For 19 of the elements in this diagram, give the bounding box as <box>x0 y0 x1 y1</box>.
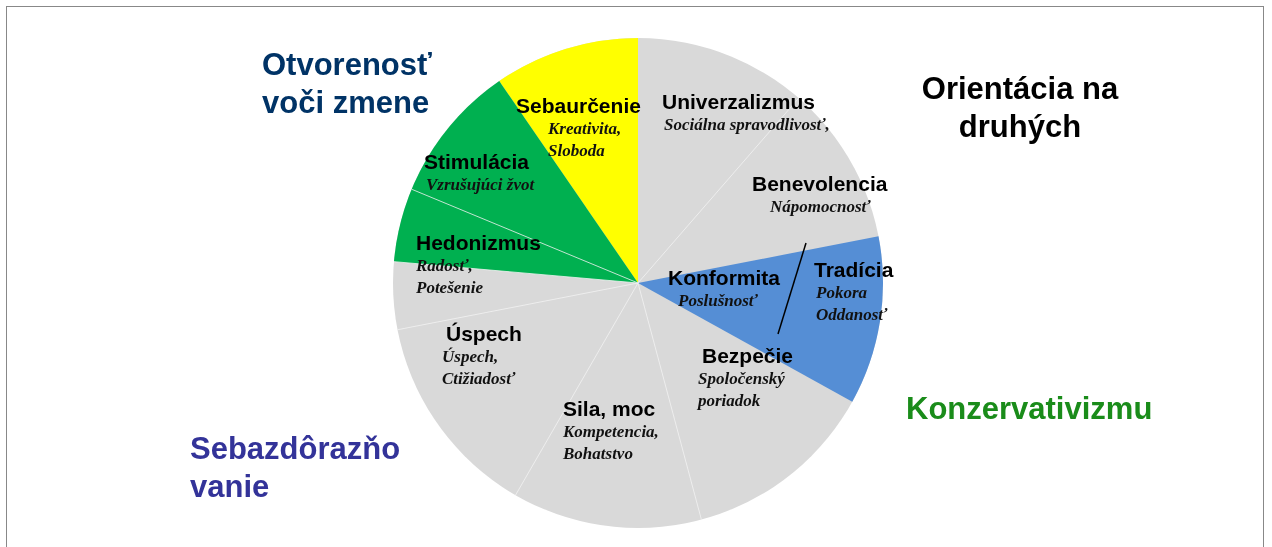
value-title: Stimulácia <box>424 150 530 174</box>
value-description: Úspech, Ctižiadosť <box>442 346 517 390</box>
value-description: Poslušnosť <box>678 290 759 312</box>
value-title: Benevolencia <box>752 172 888 196</box>
value-title: Konformita <box>668 266 780 290</box>
value-title: Hedonizmus <box>416 231 541 255</box>
value-description: Kompetencia, Bohatstvo <box>563 421 660 465</box>
group-heading: Orientácia na druhých <box>920 70 1120 146</box>
value-title: Univerzalizmus <box>662 90 815 114</box>
group-heading: Sebazdôrazňo vanie <box>190 430 402 506</box>
value-description: Vzrušujúci žvot <box>426 174 536 196</box>
value-title: Sila, moc <box>563 397 656 421</box>
value-title: Úspech <box>446 322 522 346</box>
group-heading: Otvorenosť voči zmene <box>262 46 433 122</box>
value-description: Sociálna spravodlivosť, <box>664 114 831 136</box>
value-description: Kreativita, Sloboda <box>548 118 623 162</box>
value-description: Nápomocnosť <box>770 196 872 218</box>
group-heading: Konzervativizmu <box>906 390 1154 428</box>
value-description: Spoločenský poriadok <box>698 368 786 412</box>
